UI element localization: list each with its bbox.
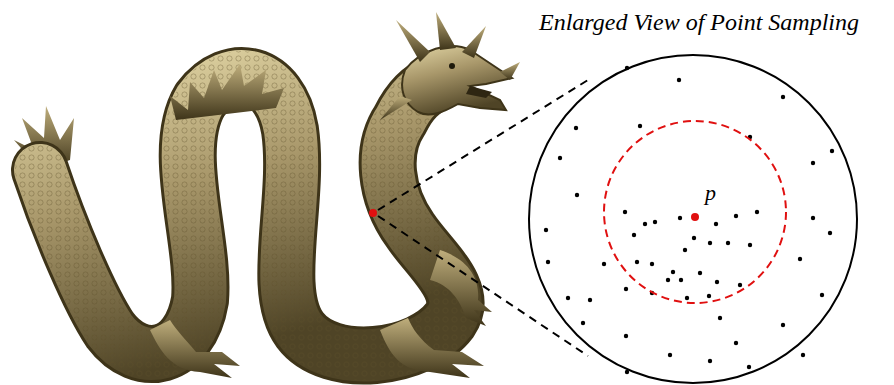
sample-dot [707, 294, 711, 298]
dragon-whisker [500, 62, 520, 80]
dragon [14, 12, 520, 378]
sample-dot [734, 214, 738, 218]
dragon-scales [40, 76, 455, 355]
dragon-body-shadow [40, 76, 455, 355]
sample-dot [755, 210, 759, 214]
sample-dot [781, 95, 785, 99]
sample-dot [558, 156, 562, 160]
sample-dot [544, 228, 548, 232]
magnified-view-circle: Enlarged View of Point Sampling p [505, 0, 894, 385]
sample-dot [632, 233, 636, 237]
sample-dot [546, 260, 550, 264]
dragon-mouth [466, 86, 492, 98]
dragon-horn [396, 20, 430, 62]
sample-dot [734, 341, 738, 345]
dragon-spikes [170, 64, 284, 120]
sample-dot [625, 66, 629, 70]
dragon-horn [462, 26, 486, 58]
dragon-rear-leg [380, 318, 484, 378]
sample-dot [714, 222, 718, 226]
sample-dot [581, 321, 585, 325]
query-point [691, 213, 699, 221]
sample-dot [708, 241, 712, 245]
sample-dot [715, 280, 719, 284]
sample-dot [653, 220, 657, 224]
dashed-circle-outline [603, 120, 787, 304]
sample-dot [738, 283, 742, 287]
sample-dot [635, 260, 639, 264]
sample-dot [718, 316, 722, 320]
sample-dot [671, 270, 675, 274]
dragon-fore-leg [430, 250, 492, 326]
sample-dot [575, 193, 579, 197]
sample-dot [748, 243, 752, 247]
dragon-horn [436, 12, 456, 50]
circle-outline [505, 0, 894, 385]
sample-dot [678, 216, 682, 220]
sample-dot [747, 365, 751, 369]
sample-dot [685, 296, 689, 300]
sample-dot [726, 241, 730, 245]
sample-dot [811, 216, 815, 220]
sample-dot [588, 298, 592, 302]
sample-dot [781, 323, 785, 327]
dashed-circle-border [604, 121, 786, 303]
sample-dot [801, 353, 805, 357]
sample-dot [602, 262, 606, 266]
sample-dot [708, 359, 712, 363]
sample-dot [624, 287, 628, 291]
sample-dot [828, 231, 832, 235]
sample-dot [638, 124, 642, 128]
sample-dot [643, 222, 647, 226]
sample-dot [830, 149, 834, 153]
dragon-hind-leg [150, 320, 240, 378]
sample-dot [624, 334, 628, 338]
sample-dot [666, 278, 670, 282]
sample-dot [692, 236, 696, 240]
sample-dot [625, 370, 629, 374]
point-label: p [705, 182, 716, 204]
view-heading: Enlarged View of Point Sampling [539, 10, 859, 34]
sample-dot [683, 248, 687, 252]
dragon-body [40, 76, 455, 355]
sample-dot [677, 78, 681, 82]
sample-dot [798, 257, 802, 261]
sample-dot [698, 271, 702, 275]
sample-dot [574, 126, 578, 130]
neighborhood-circle: p [603, 120, 787, 304]
sample-dot [623, 210, 627, 214]
sample-dot [650, 262, 654, 266]
dragon-eye [449, 63, 455, 69]
sample-dot [820, 293, 824, 297]
sample-dot [566, 296, 570, 300]
sample-dot [668, 353, 672, 357]
sample-dot [679, 278, 683, 282]
circle-border [529, 55, 857, 383]
dragon-mane [380, 96, 412, 120]
sample-point [369, 209, 377, 217]
sample-dot [811, 161, 815, 165]
